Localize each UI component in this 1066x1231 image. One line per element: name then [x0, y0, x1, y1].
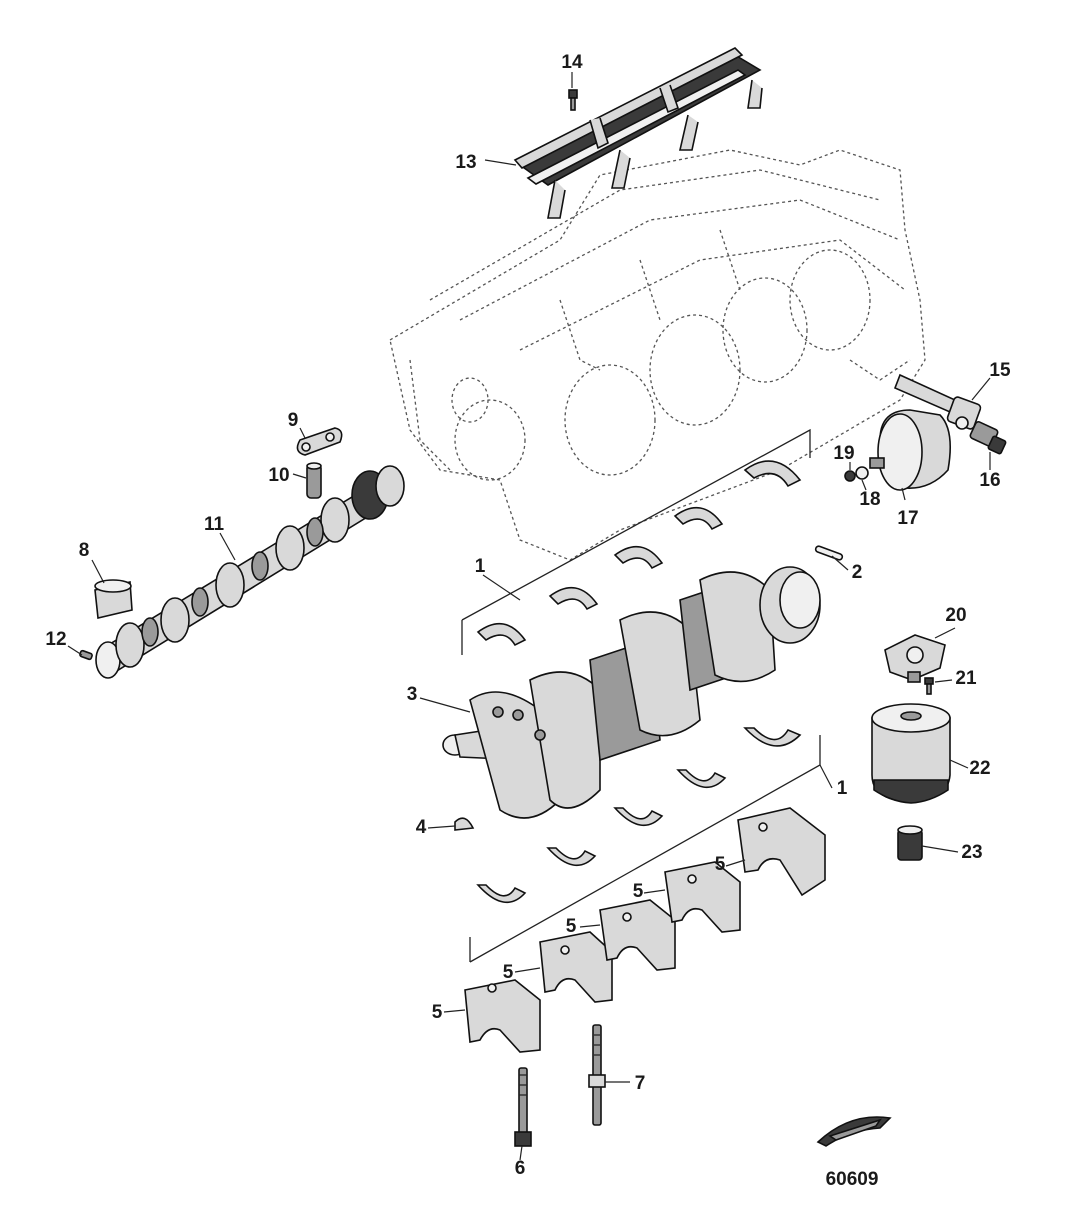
oil-filter-22	[871, 703, 951, 804]
callout-12: 12	[45, 629, 66, 650]
callout-14: 14	[561, 52, 583, 73]
callout-6: 6	[515, 1158, 526, 1179]
camshaft-11	[95, 465, 405, 679]
callout-15: 15	[989, 360, 1011, 381]
figure-id: 60609	[826, 1169, 879, 1190]
callout-5: 5	[566, 916, 577, 937]
main-bearing-caps	[464, 807, 826, 1053]
callout-7: 7	[635, 1073, 646, 1094]
callout-5: 5	[503, 962, 514, 983]
callout-22: 22	[969, 758, 990, 779]
callout-19: 19	[833, 443, 854, 464]
callout-3: 3	[407, 684, 418, 705]
callout-16: 16	[979, 470, 1000, 491]
oil-cooler-17	[869, 409, 951, 491]
seal-19	[844, 470, 856, 482]
engine-block-outline	[389, 149, 926, 561]
callout-17: 17	[897, 508, 918, 529]
boat-logo-icon	[816, 1116, 892, 1147]
connector-23	[897, 825, 923, 861]
callout-5: 5	[633, 881, 644, 902]
oil-pressure-sensor	[969, 420, 1007, 455]
bolt-21-icon	[924, 677, 934, 695]
dowel-12	[79, 649, 93, 661]
callout-2: 2	[852, 562, 863, 583]
hydraulic-lifter-10	[306, 462, 322, 499]
callout-5: 5	[715, 854, 726, 875]
callout-11: 11	[204, 514, 225, 535]
callout-23: 23	[961, 842, 982, 863]
leader-lines	[67, 72, 991, 1161]
lifter-guide-retainer	[513, 47, 763, 219]
cam-bearing-8	[94, 579, 133, 619]
callout-21: 21	[955, 668, 977, 689]
callout-20: 20	[945, 605, 966, 626]
upper-bearing-set	[461, 428, 811, 655]
callout-1: 1	[475, 556, 486, 577]
callout-18: 18	[859, 489, 880, 510]
filter-adapter-20	[884, 634, 946, 683]
oil-fitting	[893, 373, 982, 430]
lifter-guide-9	[296, 427, 343, 456]
callout-4: 4	[416, 817, 427, 838]
callout-5: 5	[432, 1002, 443, 1023]
callout-9: 9	[288, 410, 299, 431]
washer-18	[855, 466, 869, 480]
crankshaft-3	[442, 566, 821, 819]
callout-10: 10	[268, 465, 289, 486]
woodruff-key-4	[454, 817, 475, 831]
callout-8: 8	[79, 540, 90, 561]
bolt-14-icon	[568, 89, 578, 111]
callout-1: 1	[837, 778, 848, 799]
pin-2	[814, 545, 844, 561]
callout-13: 13	[455, 152, 476, 173]
bolt-6	[514, 1067, 532, 1147]
stud-7	[588, 1024, 606, 1126]
